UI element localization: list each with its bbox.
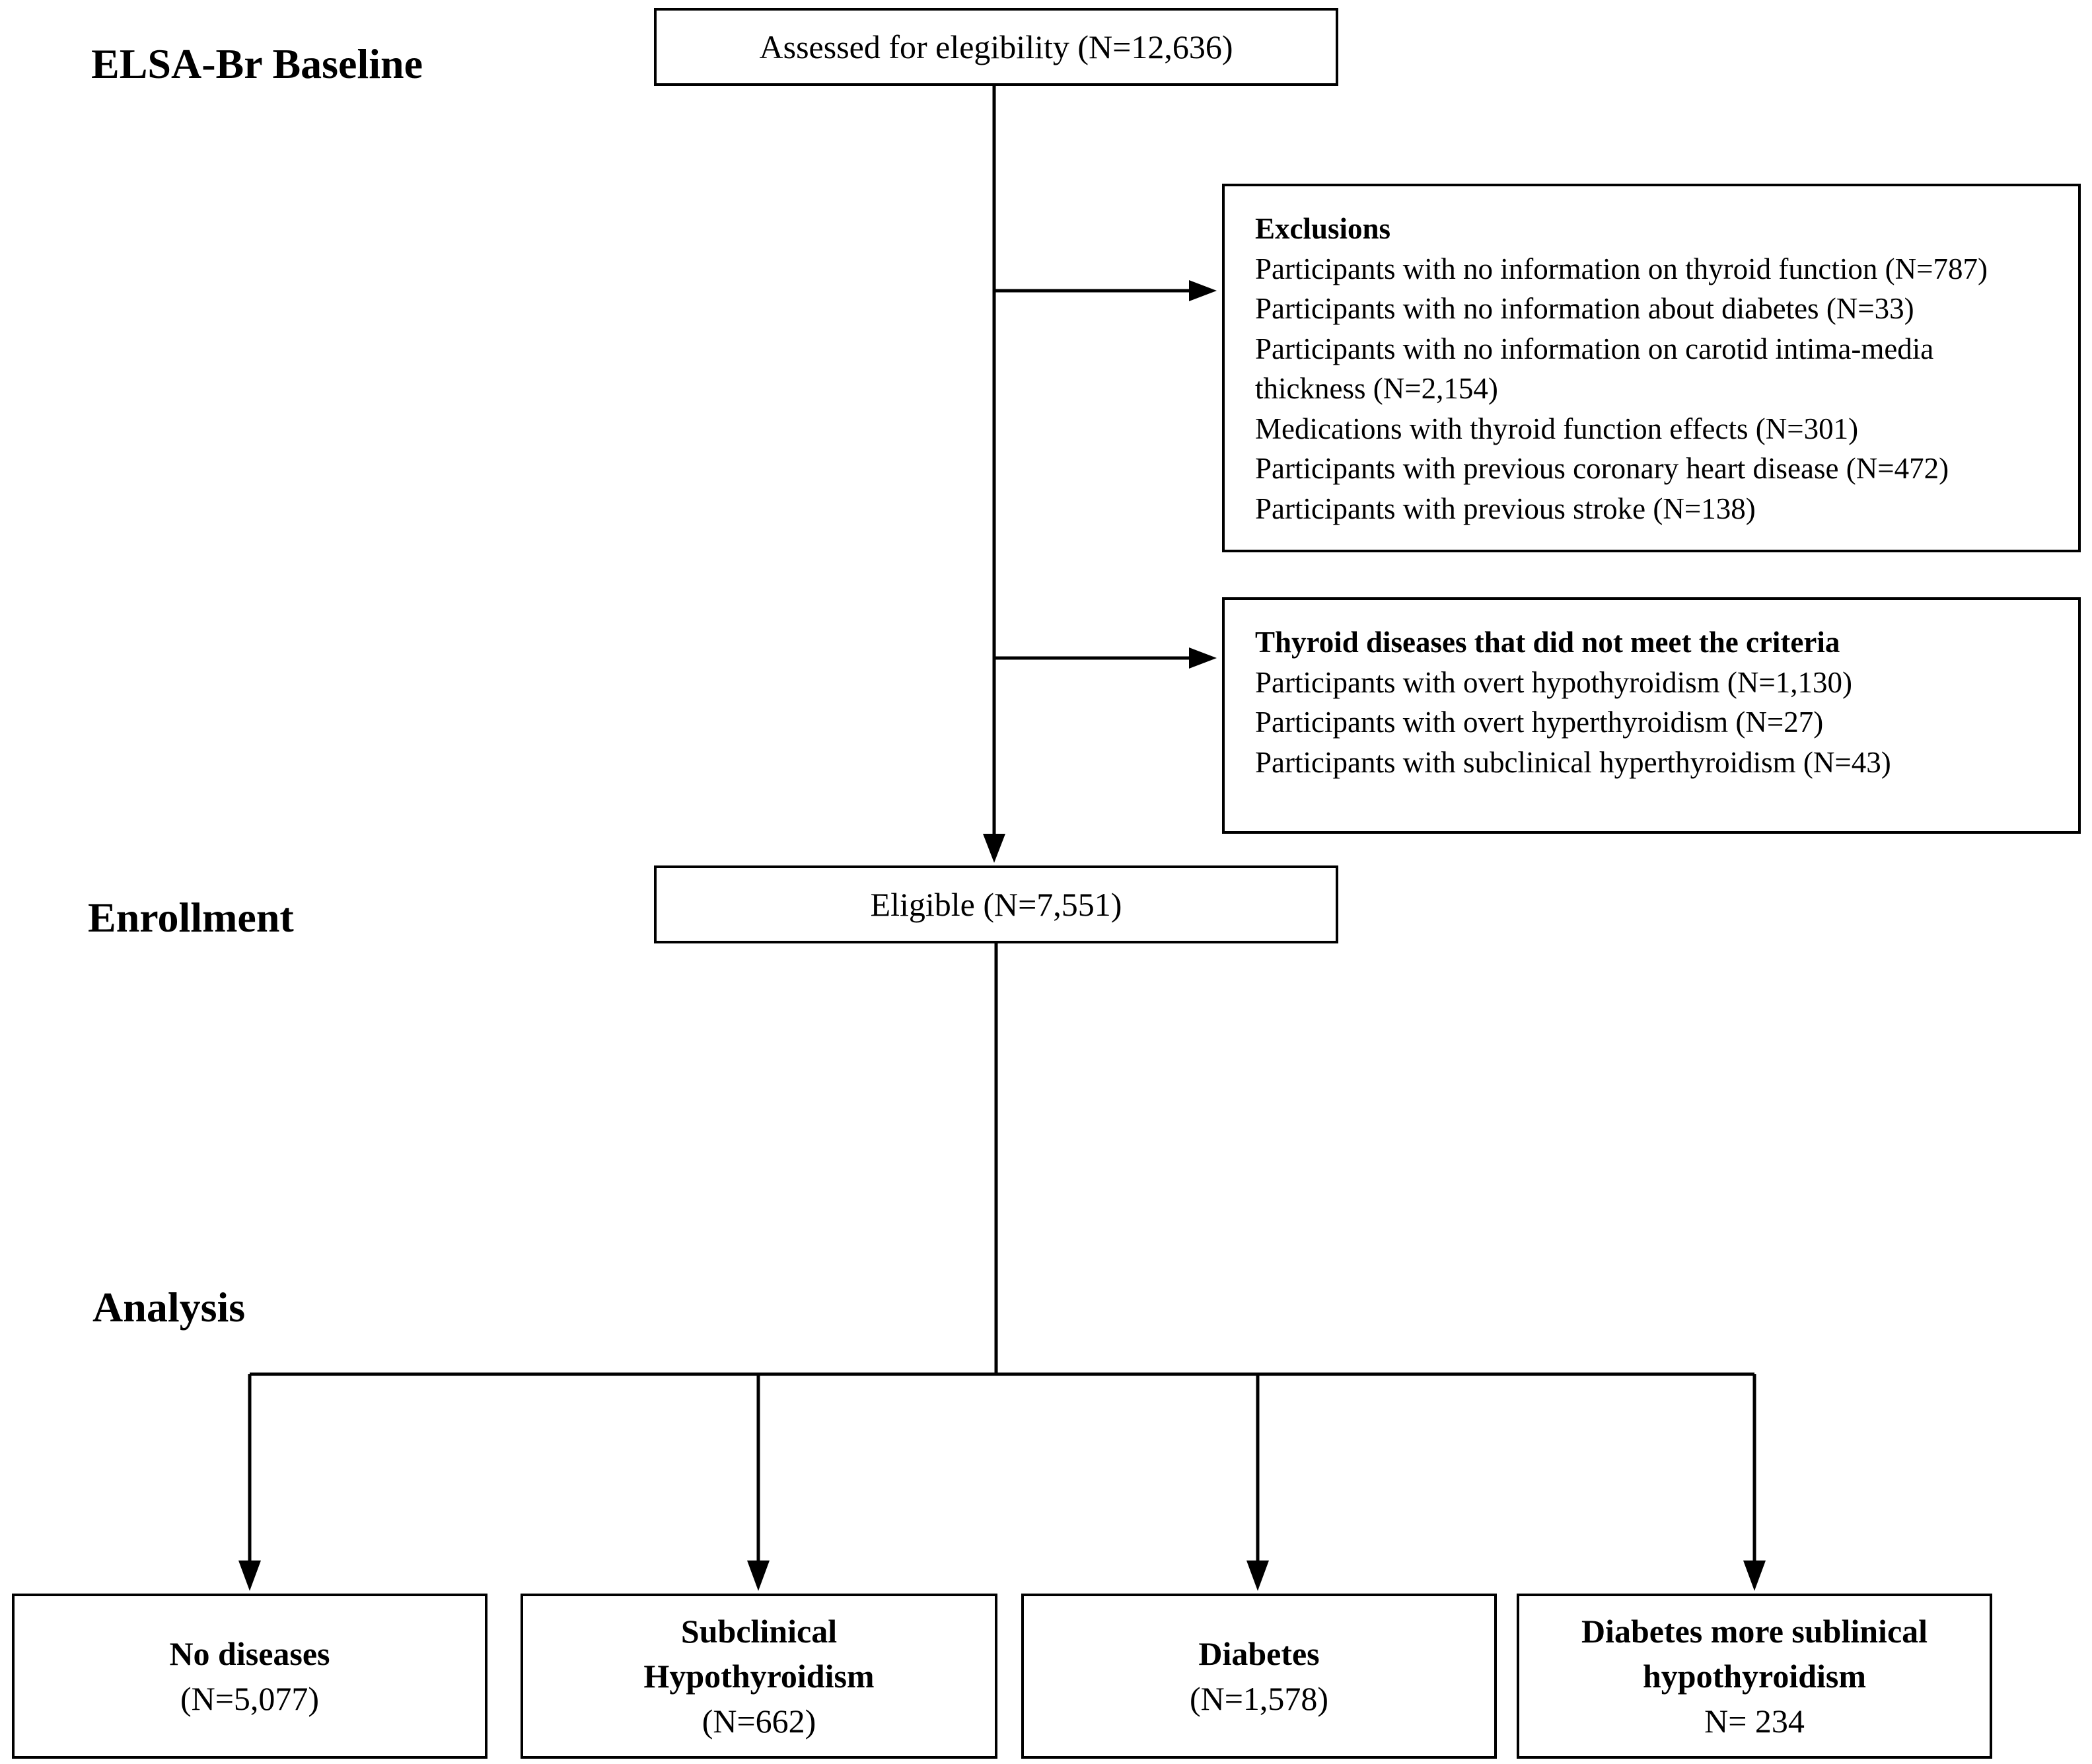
eligible-text: Eligible (N=7,551)	[870, 886, 1122, 923]
stage-label-enrollment: Enrollment	[88, 894, 294, 941]
thyroid-exclusion-item: Participants with overt hypothyroidism (…	[1255, 665, 1853, 699]
arrowhead-to-both	[1743, 1561, 1766, 1591]
group-label: Hypothyroidism	[643, 1658, 875, 1695]
group-count: (N=5,077)	[180, 1680, 320, 1717]
arrowhead-to-no-diseases	[238, 1561, 261, 1591]
group-box-diabetes: Diabetes (N=1,578)	[1021, 1594, 1497, 1759]
exclusion-item: Participants with no information on caro…	[1255, 332, 1934, 406]
exclusion-item: Participants with no information about d…	[1255, 292, 1914, 325]
group-label: No diseases	[169, 1635, 330, 1672]
arrowhead-to-thyroid	[1189, 647, 1217, 669]
thyroid-exclusion-item: Participants with overt hyperthyroidism …	[1255, 706, 1824, 739]
thyroid-exclusions-title: Thyroid diseases that did not meet the c…	[1255, 626, 1840, 659]
stage-label-baseline: ELSA-Br Baseline	[91, 40, 423, 87]
exclusion-item: Medications with thyroid function effect…	[1255, 412, 1859, 445]
exclusions-title: Exclusions	[1255, 212, 1391, 245]
assessed-box: Assessed for elegibility (N=12,636)	[654, 8, 1338, 86]
group-count: (N=1,578)	[1189, 1680, 1329, 1717]
exclusion-item: Participants with previous coronary hear…	[1255, 452, 1949, 485]
thyroid-exclusion-item: Participants with subclinical hyperthyro…	[1255, 745, 1891, 779]
exclusions-box: Exclusions Participants with no informat…	[1222, 184, 2081, 552]
exclusion-item: Participants with no information on thyr…	[1255, 252, 1988, 285]
group-box-diabetes-and-subclinical-hypothyroidism: Diabetes more sublinical hypothyroidism …	[1517, 1594, 1992, 1759]
arrowhead-to-eligible	[983, 834, 1005, 863]
group-label: Diabetes more sublinical	[1581, 1613, 1928, 1650]
arrowhead-to-subclinical	[747, 1561, 770, 1591]
group-count: (N=662)	[702, 1703, 816, 1740]
group-label: Diabetes	[1198, 1635, 1320, 1672]
arrowhead-to-diabetes	[1246, 1561, 1269, 1591]
group-box-no-diseases: No diseases (N=5,077)	[12, 1594, 487, 1759]
eligible-box: Eligible (N=7,551)	[654, 865, 1338, 943]
exclusion-item: Participants with previous stroke (N=138…	[1255, 492, 1756, 525]
thyroid-exclusions-box: Thyroid diseases that did not meet the c…	[1222, 597, 2081, 834]
arrowhead-to-exclusions	[1189, 280, 1217, 301]
group-box-subclinical-hypothyroidism: Subclinical Hypothyroidism (N=662)	[521, 1594, 997, 1759]
stage-label-analysis: Analysis	[92, 1284, 246, 1331]
group-label: Subclinical	[680, 1613, 838, 1650]
group-label: hypothyroidism	[1642, 1658, 1867, 1695]
assessed-text: Assessed for elegibility (N=12,636)	[759, 28, 1233, 65]
group-count: N= 234	[1704, 1703, 1805, 1740]
